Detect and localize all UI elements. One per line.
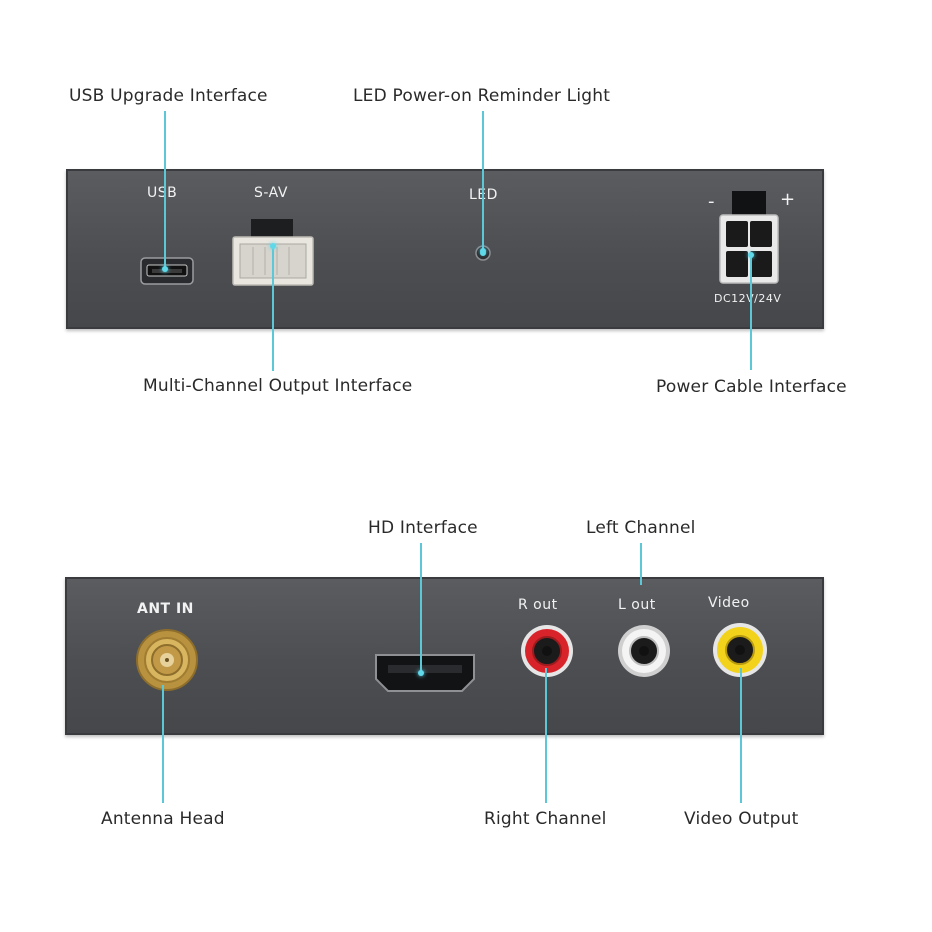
callout-led-power: LED Power-on Reminder Light [353,86,611,106]
multi-channel-callout-dot [270,243,276,249]
video-callout-line [740,668,742,803]
ant-in-label: ANT IN [137,601,194,617]
callout-multi-channel: Multi-Channel Output Interface [143,376,413,396]
video-label: Video [708,595,750,611]
callout-power-cable: Power Cable Interface [656,377,847,397]
right-channel-callout-line [545,668,547,803]
antenna-connector-icon [136,629,198,691]
callout-right-channel: Right Channel [484,809,607,829]
power-callout-line [750,254,752,370]
antenna-callout-line [162,685,164,803]
voltage-label: DC12V/24V [714,292,782,305]
power-callout-dot [748,252,754,258]
multi-channel-callout-line [272,245,274,371]
rca-video-yellow-icon [713,623,767,677]
power-plus-label: + [780,189,796,210]
led-callout-line [482,111,484,251]
callout-left-channel: Left Channel [586,518,696,538]
bottom-panel: ANT IN R out L out Video [65,577,824,735]
hd-callout-dot [418,670,424,676]
callout-antenna-head: Antenna Head [101,809,225,829]
usb-callout-line [164,111,166,269]
power-connector-icon [719,191,779,284]
power-minus-label: - [708,191,715,212]
callout-usb-upgrade: USB Upgrade Interface [69,86,268,106]
rca-left-white-icon [618,625,670,677]
rca-right-red-icon [521,625,573,677]
r-out-label: R out [518,597,558,613]
top-panel: USB S-AV LED - + DC12V/24V [66,169,824,329]
callout-hd-interface: HD Interface [368,518,478,538]
hdmi-port-icon [375,654,475,692]
hd-callout-line [420,543,422,673]
led-callout-dot [480,248,486,254]
usb-callout-dot [162,266,168,272]
left-channel-callout-line [640,543,642,585]
s-av-port-label: S-AV [254,185,288,201]
usb-port-label: USB [147,185,178,201]
callout-video-output: Video Output [684,809,799,829]
l-out-label: L out [618,597,656,613]
